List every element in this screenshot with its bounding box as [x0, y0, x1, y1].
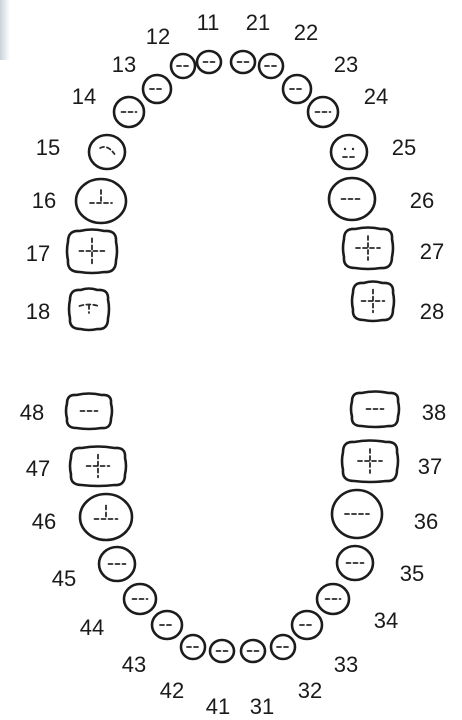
tooth-number-label: 47 — [26, 456, 50, 481]
tooth-number-label: 33 — [334, 652, 358, 677]
tooth-number-label: 45 — [52, 566, 76, 591]
left-edge-shadow — [0, 0, 10, 60]
tooth-number-label: 38 — [422, 400, 446, 425]
tooth-number-label: 14 — [72, 84, 96, 109]
tooth-27-outline — [341, 226, 395, 271]
tooth-25: 25 — [329, 133, 416, 171]
tooth-47-occlusal-mark — [85, 453, 111, 479]
tooth-number-label: 41 — [206, 694, 230, 719]
tooth-11: 11 — [195, 10, 223, 75]
tooth-31-outline — [239, 638, 267, 664]
tooth-number-label: 17 — [26, 241, 50, 266]
tooth-number-label: 35 — [400, 561, 424, 586]
tooth-number-label: 24 — [364, 84, 388, 109]
tooth-42: 42 — [160, 633, 207, 703]
tooth-35: 35 — [335, 544, 424, 586]
tooth-28: 28 — [350, 280, 444, 324]
tooth-25-outline — [329, 133, 369, 171]
tooth-43: 43 — [122, 609, 184, 677]
tooth-number-label: 16 — [32, 188, 56, 213]
tooth-25-occlusal-mark — [342, 147, 356, 158]
tooth-44: 44 — [80, 582, 158, 640]
tooth-37-outline — [340, 439, 400, 484]
tooth-27: 27 — [341, 226, 444, 271]
tooth-37-occlusal-mark — [357, 448, 383, 474]
tooth-16-occlusal-mark — [89, 189, 113, 204]
tooth-45: 45 — [52, 545, 137, 591]
tooth-22: 22 — [257, 20, 318, 80]
tooth-number-label: 21 — [246, 10, 270, 35]
tooth-37: 37 — [340, 439, 442, 484]
tooth-number-label: 48 — [20, 400, 44, 425]
tooth-26: 26 — [327, 176, 434, 222]
tooth-number-label: 43 — [122, 652, 146, 677]
tooth-number-label: 13 — [112, 52, 136, 77]
tooth-34: 34 — [315, 582, 398, 633]
tooth-number-label: 26 — [410, 188, 434, 213]
tooth-number-label: 25 — [392, 135, 416, 160]
tooth-number-label: 12 — [146, 24, 170, 49]
tooth-number-label: 36 — [414, 509, 438, 534]
tooth-23: 23 — [281, 52, 358, 105]
tooth-15-outline — [87, 133, 127, 171]
tooth-number-label: 15 — [36, 135, 60, 160]
tooth-12: 12 — [146, 24, 197, 80]
tooth-14: 14 — [72, 84, 146, 129]
tooth-48: 48 — [20, 392, 114, 431]
tooth-21-outline — [229, 49, 257, 75]
tooth-33: 33 — [290, 609, 358, 677]
tooth-47: 47 — [26, 445, 128, 488]
tooth-15: 15 — [36, 133, 127, 171]
tooth-13: 13 — [112, 52, 173, 105]
tooth-number-label: 44 — [80, 615, 104, 640]
tooth-number-label: 28 — [420, 299, 444, 324]
tooth-number-label: 32 — [298, 678, 322, 703]
tooth-number-label: 42 — [160, 678, 184, 703]
tooth-36: 36 — [330, 488, 438, 540]
tooth-11-outline — [195, 49, 223, 75]
tooth-12-outline — [169, 52, 197, 80]
tooth-18: 18 — [26, 287, 111, 332]
tooth-17: 17 — [26, 228, 119, 275]
tooth-17-occlusal-mark — [78, 237, 106, 265]
tooth-24: 24 — [306, 84, 388, 129]
tooth-18-occlusal-mark — [78, 303, 100, 314]
tooth-number-label: 27 — [420, 239, 444, 264]
tooth-36-outline — [330, 488, 384, 540]
tooth-16: 16 — [32, 177, 128, 225]
tooth-42-outline — [179, 633, 207, 661]
tooth-31: 31 — [239, 638, 274, 719]
tooth-17-outline — [65, 228, 119, 275]
tooth-41: 41 — [206, 638, 236, 719]
tooth-number-label: 18 — [26, 299, 50, 324]
tooth-number-label: 23 — [334, 52, 358, 77]
tooth-15-occlusal-mark — [99, 145, 116, 155]
tooth-32: 32 — [269, 633, 322, 703]
tooth-number-label: 22 — [294, 20, 318, 45]
tooth-38: 38 — [349, 390, 446, 429]
tooth-number-label: 37 — [418, 454, 442, 479]
tooth-46: 46 — [32, 492, 134, 542]
tooth-number-label: 11 — [197, 10, 220, 35]
tooth-28-occlusal-mark — [360, 288, 386, 314]
tooth-22-outline — [257, 52, 285, 80]
tooth-number-label: 34 — [374, 608, 398, 633]
tooth-number-label: 46 — [32, 509, 56, 534]
tooth-21: 21 — [229, 10, 270, 75]
tooth-32-outline — [269, 633, 297, 661]
tooth-number-label: 31 — [250, 694, 274, 719]
tooth-46-occlusal-mark — [93, 504, 119, 520]
tooth-41-outline — [208, 638, 236, 664]
tooth-27-occlusal-mark — [355, 235, 381, 261]
